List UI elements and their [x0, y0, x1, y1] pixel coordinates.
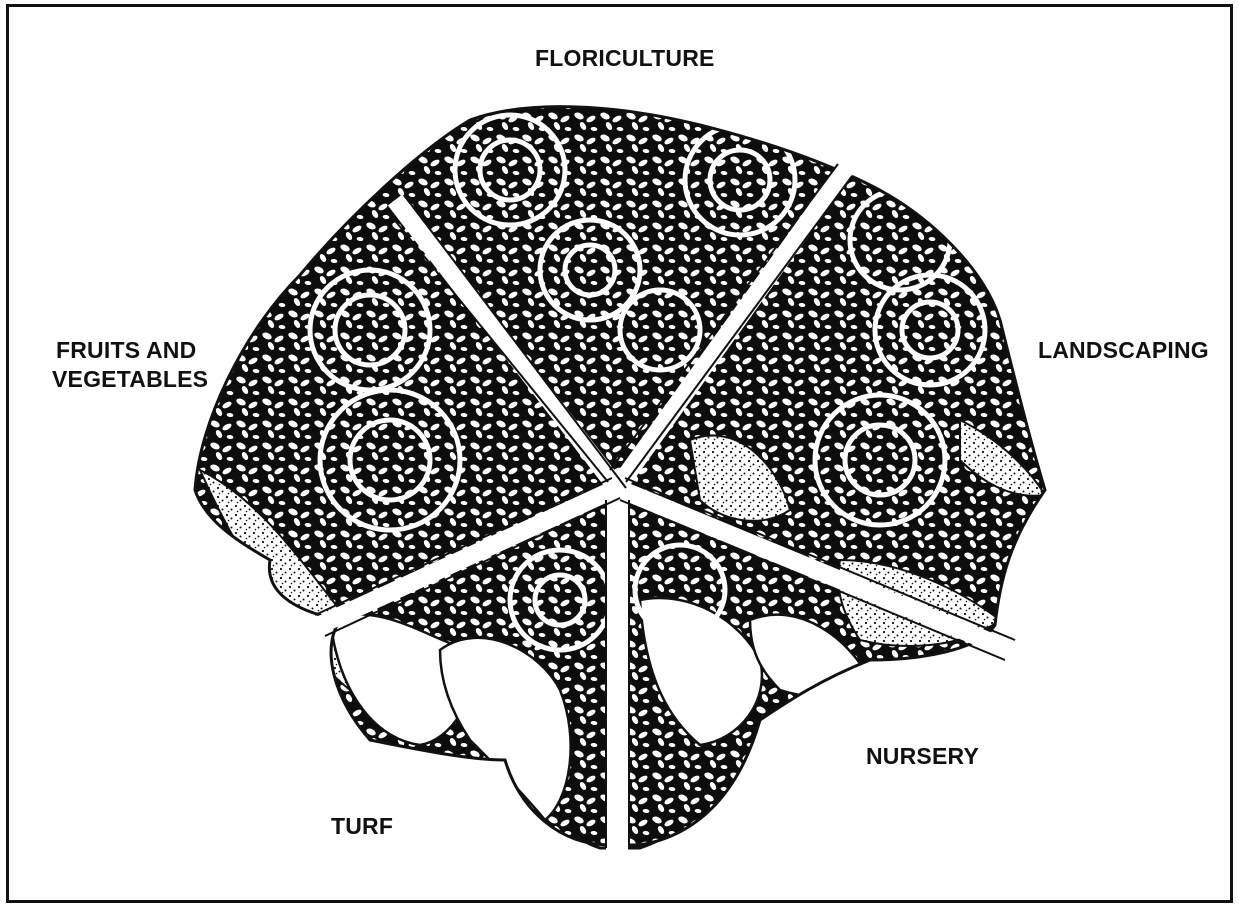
segment-label-landscaping: LANDSCAPING: [1038, 336, 1209, 365]
segment-label-fruits-and-vegetables: FRUITS AND VEGETABLES: [52, 336, 208, 394]
segment-label-floriculture: FLORICULTURE: [535, 44, 715, 73]
segment-label-nursery: NURSERY: [866, 742, 979, 771]
segment-label-turf: TURF: [331, 812, 393, 841]
